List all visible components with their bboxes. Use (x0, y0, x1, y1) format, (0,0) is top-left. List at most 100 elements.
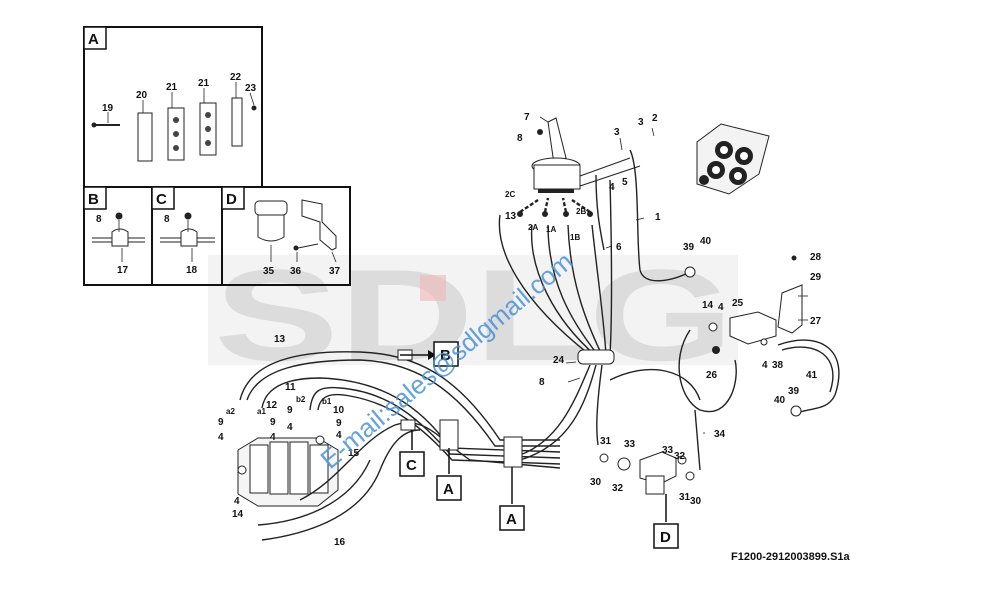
part-label: 14 (702, 300, 714, 311)
part-label: 26 (706, 370, 718, 381)
part-label: 4 (270, 432, 276, 443)
label-8-c: 8 (164, 214, 170, 225)
label-19: 19 (102, 103, 114, 114)
part-label: 4 (336, 430, 342, 441)
part-label: 1 (655, 212, 661, 223)
part-label: 24 (553, 355, 565, 366)
part-label: 25 (732, 298, 744, 309)
port-1a: 1A (546, 225, 556, 234)
port-b1: b1 (322, 397, 332, 406)
label-21a: 21 (166, 82, 178, 93)
pilot-control-valve (531, 117, 641, 193)
port-b2: b2 (296, 395, 306, 404)
main-control-valve (237, 435, 339, 507)
part-label: 32 (674, 451, 686, 462)
part-label: 40 (700, 236, 712, 247)
part-label: 31 (679, 492, 691, 503)
part-label: 38 (772, 360, 784, 371)
part-label: 29 (810, 272, 822, 283)
callout-d: D (653, 494, 679, 549)
callout-c: C (399, 430, 425, 477)
port-2b: 2B (576, 207, 586, 216)
callout-b: B (400, 341, 459, 367)
part-label: 33 (662, 445, 674, 456)
detail-box-a: A 19 20 21 21 22 23 (83, 26, 263, 188)
detail-box-b: B 8 17 (83, 186, 153, 286)
part-label: 39 (788, 386, 800, 397)
label-23: 23 (245, 83, 257, 94)
part-label: 40 (774, 395, 786, 406)
label-17: 17 (117, 265, 129, 276)
part-label: 8 (517, 133, 523, 144)
part-label: 32 (612, 483, 624, 494)
detail-box-d: D 35 36 37 (221, 186, 351, 286)
part-label: 4 (234, 496, 240, 507)
part-label: 4 (762, 360, 768, 371)
callout-a-right-label: A (506, 511, 517, 528)
label-35: 35 (263, 266, 275, 277)
port-a1: a1 (257, 407, 266, 416)
port-labels: 2C 2A 1A 1B 2B a2 a1 b2 b1 (226, 190, 586, 416)
part-label: 28 (810, 252, 822, 263)
detail-box-b-title: B (88, 191, 99, 208)
part-label: 41 (806, 370, 818, 381)
part-label: 6 (616, 242, 622, 253)
callout-b-label: B (440, 347, 451, 364)
part-label: 31 (600, 436, 612, 447)
filter-assembly (599, 451, 695, 495)
callout-a-left-label: A (443, 481, 454, 498)
part-label: 16 (334, 537, 346, 548)
detail-box-a-title: A (88, 31, 99, 48)
part-label: 7 (524, 112, 530, 123)
part-label: 4 (287, 422, 293, 433)
part-label: 4 (718, 302, 724, 313)
callout-a-left: A (436, 448, 462, 501)
label-22: 22 (230, 72, 242, 83)
label-8-b: 8 (96, 214, 102, 225)
part-label: 14 (232, 509, 244, 520)
part-label: 15 (348, 448, 360, 459)
part-label: 27 (810, 316, 822, 327)
sdlg-watermark: SDLG (208, 242, 738, 388)
label-21b: 21 (198, 78, 210, 89)
part-label: 9 (270, 417, 276, 428)
pilot-port-lines (517, 197, 593, 217)
callout-a-right: A (499, 467, 525, 531)
leader-lines (539, 116, 808, 434)
port-a2: a2 (226, 407, 235, 416)
port-2a: 2A (528, 223, 538, 232)
detail-box-d-title: D (226, 191, 237, 208)
part-label: 3 (638, 117, 644, 128)
label-20: 20 (136, 90, 148, 101)
detail-box-c: C 8 18 (151, 186, 223, 286)
part-label: 9 (287, 405, 293, 416)
part-label: 39 (683, 242, 695, 253)
port-2c: 2C (505, 190, 515, 199)
callout-c-label: C (406, 457, 417, 474)
part-label: 9 (336, 418, 342, 429)
part-label: 11 (285, 382, 296, 393)
part-label: 13 (274, 334, 286, 345)
label-18: 18 (186, 265, 198, 276)
hose-bundle (239, 149, 840, 541)
part-label: 34 (714, 429, 726, 440)
figure-reference: F1200-2912003899.S1a (731, 551, 851, 563)
label-37: 37 (329, 266, 341, 277)
part-label: 3 (614, 127, 620, 138)
part-label: 10 (333, 405, 345, 416)
part-label: 30 (690, 496, 702, 507)
part-label: 2 (652, 113, 658, 124)
part-labels: 7 8 3 2 3 5 4 1 6 13 39 40 28 29 27 14 4… (218, 112, 822, 548)
part-label: 33 (624, 439, 636, 450)
callout-d-label: D (660, 529, 671, 546)
part-label: 30 (590, 477, 602, 488)
right-bracket-assembly (684, 255, 803, 417)
detail-box-c-title: C (156, 191, 167, 208)
port-1b: 1B (570, 233, 580, 242)
part-label: 9 (218, 417, 224, 428)
part-label: 5 (622, 177, 628, 188)
port-plate-detail (696, 123, 770, 195)
part-label: 13 (505, 211, 517, 222)
label-36: 36 (290, 266, 302, 277)
